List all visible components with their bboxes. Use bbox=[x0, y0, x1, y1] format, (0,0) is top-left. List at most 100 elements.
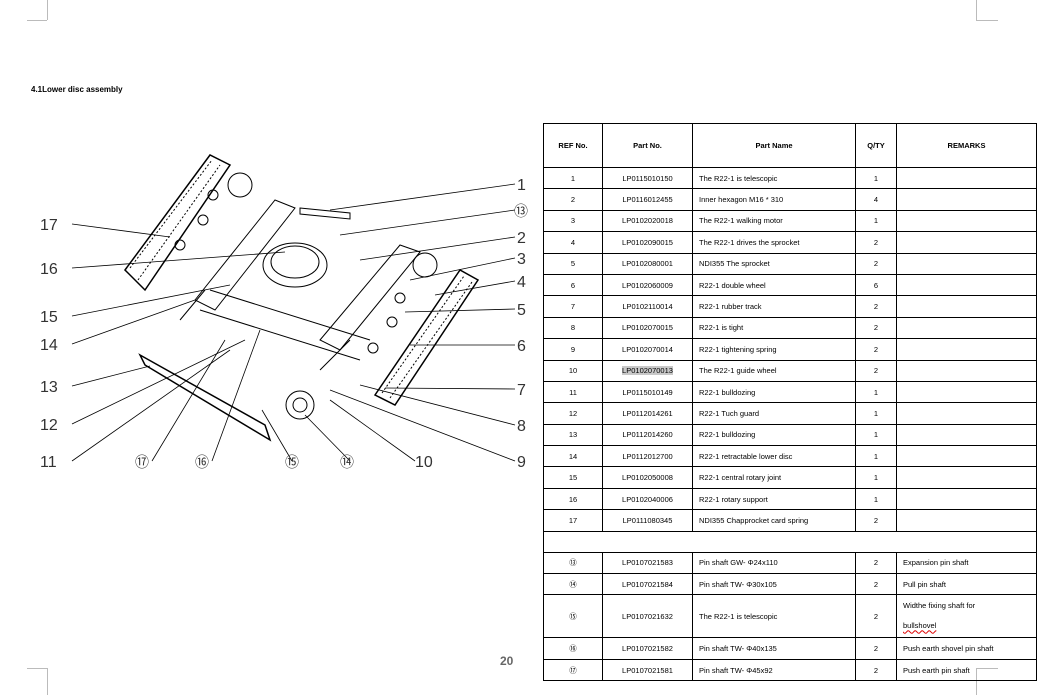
qty-cell-text: 1 bbox=[873, 408, 879, 418]
qty-cell: 6 bbox=[855, 273, 897, 297]
part-name-cell-text: R22-1 central rotary joint bbox=[699, 473, 782, 483]
part-name-cell: The R22-1 guide wheel bbox=[692, 359, 856, 382]
part-name-cell: The R22-1 is telescopic bbox=[692, 594, 856, 639]
part-name-cell-text: R22-1 Tuch guard bbox=[699, 408, 760, 418]
ref-cell-text: 6 bbox=[570, 280, 576, 290]
remarks-cell: Expansion pin shaft bbox=[896, 551, 1037, 575]
ref-cell-text: 3 bbox=[570, 216, 576, 226]
remarks-cell bbox=[896, 423, 1037, 447]
part-name-cell: Pin shaft TW- Φ40x135 bbox=[692, 637, 856, 660]
qty-cell: 1 bbox=[855, 445, 897, 468]
part-no-cell: LP0112012700 bbox=[602, 445, 693, 468]
ref-cell: 9 bbox=[543, 338, 603, 361]
qty-cell: 4 bbox=[855, 188, 897, 211]
remarks-text: Widthe fixing shaft for bbox=[903, 601, 976, 611]
ref-cell: ⑰ bbox=[543, 658, 603, 682]
remarks-cell-text: Push earth shovel pin shaft bbox=[903, 644, 994, 654]
ref-cell: 17 bbox=[543, 509, 603, 532]
part-no-text: LP0102090015 bbox=[622, 237, 673, 247]
callout-right: 9 bbox=[517, 454, 526, 471]
callout-right: 1 bbox=[517, 177, 526, 194]
remarks-cell: Push earth pin shaft bbox=[896, 658, 1037, 682]
part-name-cell: R22-1 Tuch guard bbox=[692, 402, 856, 425]
callout-bottom: ⑮ bbox=[285, 454, 299, 470]
qty-cell-text: 2 bbox=[873, 515, 879, 525]
part-no-text: LP0102070014 bbox=[622, 344, 673, 354]
part-no-text: LP0102050008 bbox=[622, 473, 673, 483]
part-name-cell: R22-1 double wheel bbox=[692, 273, 856, 297]
ref-cell-text: 14 bbox=[568, 451, 578, 461]
part-no-text: LP0102070015 bbox=[622, 323, 673, 333]
qty-cell: 2 bbox=[855, 509, 897, 532]
qty-cell-text: 6 bbox=[873, 280, 879, 290]
pin-table-row: ⑬ LP0107021583 Pin shaft GW- Φ24x110 2 Expan… bbox=[543, 551, 1037, 575]
qty-cell-text: 1 bbox=[873, 430, 879, 440]
remarks-cell bbox=[896, 295, 1037, 318]
part-name-cell-text: The R22-1 is telescopic bbox=[699, 173, 778, 183]
callout-right: 7 bbox=[517, 382, 526, 399]
qty-cell: 1 bbox=[855, 166, 897, 190]
header-ref: REF No. bbox=[543, 123, 603, 168]
part-no-cell: LP0112014261 bbox=[602, 402, 693, 425]
qty-cell-text: 1 bbox=[873, 173, 879, 183]
part-no-text: LP0102110014 bbox=[622, 302, 673, 312]
part-name-cell-text: R22-1 rotary support bbox=[699, 494, 768, 504]
qty-cell-text: 1 bbox=[873, 216, 879, 226]
qty-cell: 1 bbox=[855, 402, 897, 425]
part-name-cell: R22-1 retractable lower disc bbox=[692, 445, 856, 468]
ref-cell: 12 bbox=[543, 402, 603, 425]
qty-cell: 1 bbox=[855, 487, 897, 511]
ref-cell: 16 bbox=[543, 487, 603, 511]
callout-right: 8 bbox=[517, 418, 526, 435]
callout-bottom: ⑭ bbox=[340, 454, 354, 470]
part-name-cell-text: R22-1 is tight bbox=[699, 323, 744, 333]
qty-cell-text: 2 bbox=[873, 558, 879, 568]
part-name-cell: Inner hexagon M16 * 310 bbox=[692, 188, 856, 211]
part-name-cell-text: NDI355 The sprocket bbox=[699, 259, 770, 269]
exploded-assembly-diagram: 17 16 15 14 13 12 11 ⑰ ⑯ ⑮ ⑭ 10 1 ⑬ 2 3 … bbox=[40, 154, 528, 471]
callout-right: 4 bbox=[517, 274, 526, 291]
callout-left: 11 bbox=[40, 454, 57, 471]
part-no-cell: LP0102090015 bbox=[602, 231, 693, 254]
part-no-cell: LP0102080001 bbox=[602, 252, 693, 275]
callout-labels: 17 16 15 14 13 12 11 ⑰ ⑯ ⑮ ⑭ 10 1 ⑬ 2 3 … bbox=[40, 177, 528, 471]
part-no-text: LP0102060009 bbox=[622, 280, 673, 290]
page-number: 20 bbox=[500, 654, 514, 668]
ref-cell-text: 11 bbox=[569, 387, 577, 397]
qty-cell: 1 bbox=[855, 466, 897, 489]
assembly-drawing bbox=[124, 154, 480, 442]
qty-cell-text: 1 bbox=[873, 473, 879, 483]
ref-cell-text: 7 bbox=[570, 302, 576, 312]
callout-left: 13 bbox=[40, 379, 58, 396]
remarks-cell bbox=[896, 359, 1037, 382]
callout-right: 5 bbox=[517, 302, 526, 319]
remarks-cell bbox=[896, 487, 1037, 511]
part-no-text: LP0102020018 bbox=[622, 216, 673, 226]
ref-cell-text: ⑬ bbox=[569, 558, 577, 568]
part-no-cell-text: LP0107021583 bbox=[622, 558, 673, 568]
part-name-cell-text: Pin shaft TW- Φ30x105 bbox=[699, 579, 777, 589]
callout-left: 14 bbox=[40, 337, 58, 354]
remarks-cell-text: Pull pin shaft bbox=[903, 579, 946, 589]
part-name-cell-text: R22-1 double wheel bbox=[699, 280, 766, 290]
part-no-cell: LP0102020018 bbox=[602, 209, 693, 233]
ref-cell-text: 15 bbox=[568, 473, 578, 483]
callout-left: 16 bbox=[40, 261, 58, 278]
part-name-cell-text: NDI355 Chapprocket card spring bbox=[699, 515, 809, 525]
part-no-cell: LP0107021632 bbox=[602, 594, 693, 639]
part-name-cell-text: The R22-1 drives the sprocket bbox=[699, 237, 800, 247]
qty-cell: 2 bbox=[855, 637, 897, 660]
callout-left: 12 bbox=[40, 417, 58, 434]
part-name-cell: Pin shaft GW- Φ24x110 bbox=[692, 551, 856, 575]
